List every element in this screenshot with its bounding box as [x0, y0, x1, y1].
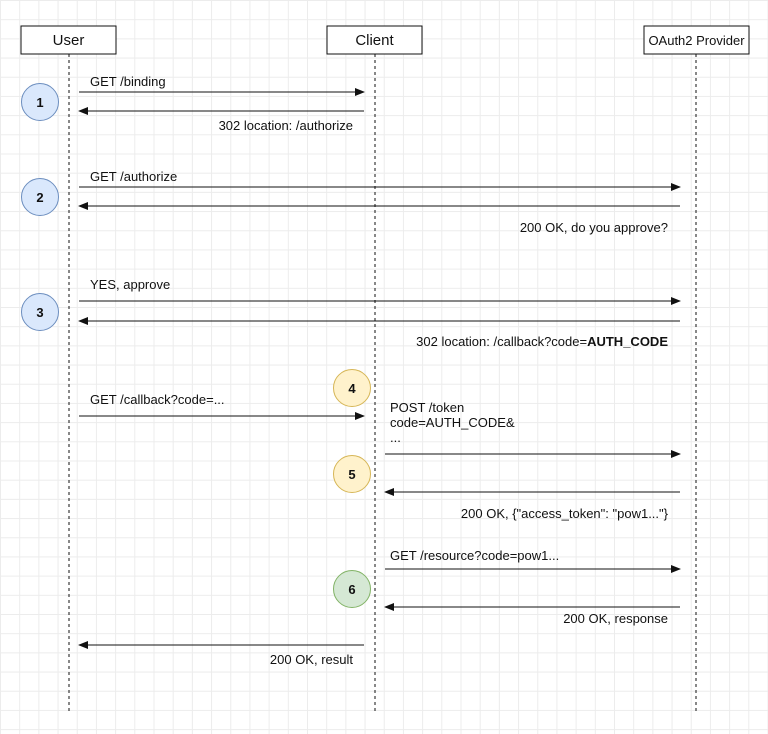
step-2-badge: 2: [21, 178, 59, 216]
participant-provider[interactable]: OAuth2 Provider: [643, 25, 750, 55]
message-yes-approve: YES, approve: [90, 277, 170, 292]
step-3-number: 3: [36, 305, 43, 320]
participant-user-label: User: [53, 32, 85, 49]
step-6-number: 6: [348, 582, 355, 597]
message-302-callback: 302 location: /callback?code=AUTH_CODE: [416, 334, 668, 349]
message-get-authorize: GET /authorize: [90, 169, 177, 184]
step-6-badge: 6: [333, 570, 371, 608]
participant-provider-label: OAuth2 Provider: [648, 33, 745, 48]
step-5-badge: 5: [333, 455, 371, 493]
message-200-approve: 200 OK, do you approve?: [520, 220, 668, 235]
step-5-number: 5: [348, 467, 355, 482]
step-3-badge: 3: [21, 293, 59, 331]
step-1-number: 1: [36, 95, 43, 110]
message-get-binding: GET /binding: [90, 74, 166, 89]
message-get-callback: GET /callback?code=...: [90, 392, 225, 407]
message-post-token-line-3: ...: [390, 430, 401, 445]
message-302-authorize: 302 location: /authorize: [219, 118, 353, 133]
participant-user[interactable]: User: [20, 25, 117, 55]
message-200-result: 200 OK, result: [270, 652, 353, 667]
message-get-resource: GET /resource?code=pow1...: [390, 548, 559, 563]
auth-code-bold: AUTH_CODE: [587, 334, 668, 349]
step-1-badge: 1: [21, 83, 59, 121]
message-200-response: 200 OK, response: [563, 611, 668, 626]
participant-client-label: Client: [355, 32, 394, 49]
step-4-number: 4: [348, 381, 356, 396]
message-200-access-token: 200 OK, {"access_token": "pow1..."}: [461, 506, 669, 521]
step-4-badge: 4: [333, 369, 371, 407]
message-post-token-line-1: POST /token: [390, 400, 464, 415]
step-2-number: 2: [36, 190, 43, 205]
message-post-token-line-2: code=AUTH_CODE&: [390, 415, 515, 430]
participant-client[interactable]: Client: [326, 25, 423, 55]
